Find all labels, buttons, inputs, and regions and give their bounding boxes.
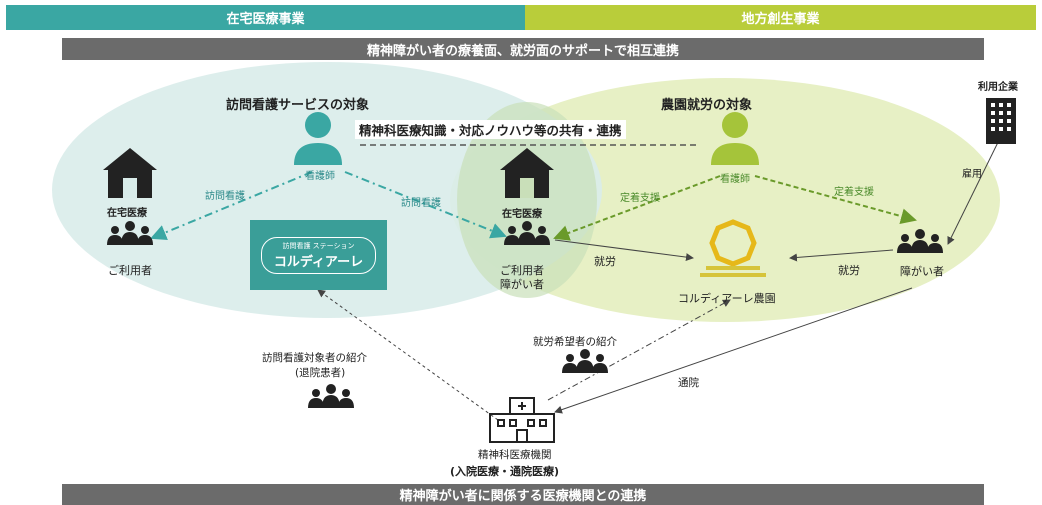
- overlap-area: [457, 102, 597, 298]
- support-left-label: 定着支援: [620, 193, 660, 204]
- visit-left-label: 訪問看護: [205, 191, 245, 202]
- nurse-right-label: 看護師: [720, 174, 750, 185]
- top-banner-label: 精神障がい者の療養面、就労面のサポートで相互連携: [366, 43, 679, 59]
- referral-arrow-farm: [547, 299, 731, 401]
- station-logo: 訪問看護 ステーション コルディアーレ: [260, 236, 377, 274]
- hire-label: 雇用: [962, 169, 982, 180]
- station-small-label: 訪問看護 ステーション: [282, 241, 355, 250]
- people-center-icon: [504, 221, 550, 245]
- work-right-label: 就労: [838, 264, 860, 277]
- visit-right-label: 訪問看護: [401, 198, 441, 209]
- home-left-users: ご利用者: [108, 264, 152, 277]
- hospital-sublabel: (入院医療・通院医療): [450, 465, 560, 478]
- referral-center-label: 就労希望者の紹介: [533, 336, 617, 348]
- work-arrow-left: [554, 239, 694, 262]
- home-center-label: 在宅医療: [502, 209, 542, 220]
- house-left-icon: [103, 148, 157, 198]
- support-right-label: 定着支援: [834, 187, 874, 198]
- disabled-label: 障がい者: [900, 265, 944, 278]
- work-left-label: 就労: [594, 255, 616, 268]
- referral-arrow-station: [317, 289, 499, 421]
- home-center-users-line1: ご利用者: [500, 264, 544, 277]
- hire-arrow: [947, 127, 1006, 245]
- left-circle-title: 訪問看護サービスの対象: [226, 98, 370, 113]
- work-arrow-right: [789, 249, 894, 262]
- nurse-right-icon: [711, 112, 759, 165]
- people-left-icon: [107, 221, 153, 245]
- nurse-left-label: 看護師: [305, 171, 335, 182]
- station-name: コルディアーレ: [273, 254, 364, 270]
- support-arrow-left: [553, 175, 721, 241]
- header-regional-label: 地方創生事業: [741, 12, 820, 27]
- bottom-banner-label: 精神障がい者に関係する医療機関との連携: [399, 489, 647, 504]
- commute-label: 通院: [678, 377, 699, 389]
- referral-left-line1: 訪問看護対象者の紹介: [262, 352, 367, 364]
- people-right-icon: [897, 229, 943, 253]
- people-referral-center-icon: [562, 349, 608, 373]
- commute-arrow: [554, 287, 913, 414]
- referral-left-line2: (退院患者): [295, 367, 346, 379]
- nurse-left-icon: [294, 112, 342, 165]
- company-building-icon: [986, 98, 1016, 144]
- top-banner: 精神障がい者の療養面、就労面のサポートで相互連携: [62, 38, 984, 60]
- home-center-users-line2: 障がい者: [500, 278, 544, 291]
- home-left-label: 在宅医療: [107, 208, 147, 219]
- station-logo-box: 訪問看護 ステーション コルディアーレ: [250, 220, 387, 290]
- share-label: 精神科医療知識・対応ノウハウ等の共有・連携: [355, 120, 626, 139]
- house-center-icon: [500, 148, 554, 198]
- farm-label: コルディアーレ農園: [678, 292, 776, 305]
- support-arrow-right: [754, 175, 917, 225]
- bottom-banner: 精神障がい者に関係する医療機関との連携: [62, 484, 984, 505]
- right-circle: [450, 78, 1000, 322]
- people-referral-left-icon: [308, 384, 354, 408]
- header-home-care-label: 在宅医療事業: [226, 12, 305, 27]
- hospital-label: 精神科医療機関: [478, 449, 552, 461]
- visit-arrow-left: [150, 171, 313, 241]
- company-label: 利用企業: [978, 82, 1018, 93]
- hospital-icon: [489, 397, 555, 443]
- farm-icon: [700, 219, 766, 277]
- header-home-care: 在宅医療事業: [6, 5, 525, 30]
- right-circle-title: 農園就労の対象: [661, 98, 753, 113]
- header-regional: 地方創生事業: [525, 5, 1036, 30]
